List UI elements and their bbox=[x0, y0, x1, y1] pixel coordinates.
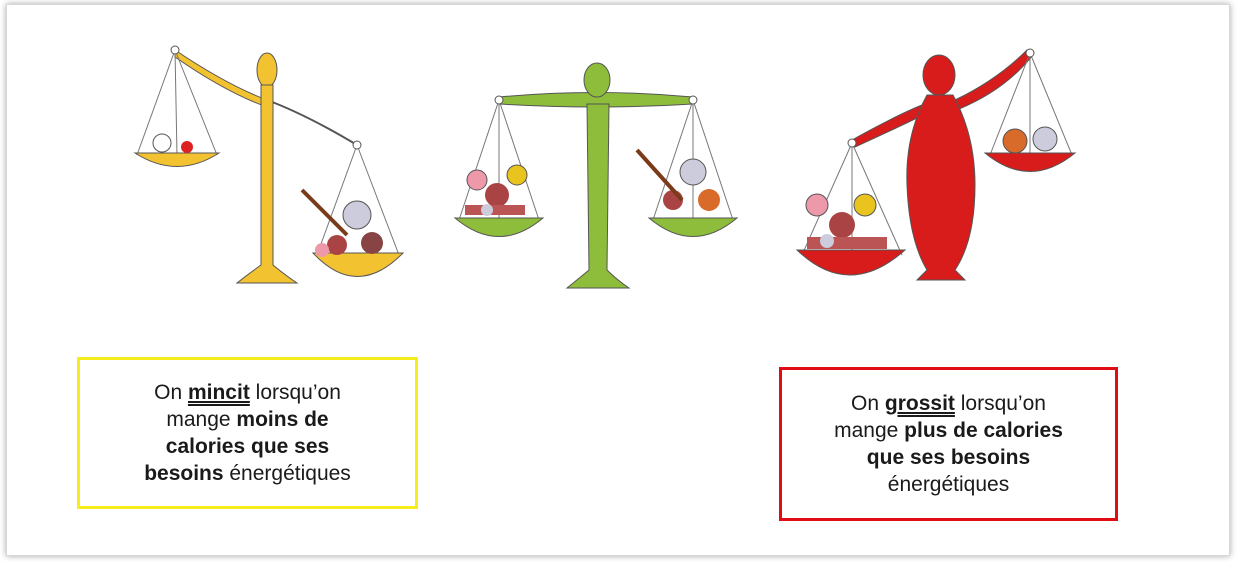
thin-scale-figure bbox=[133, 45, 405, 284]
fat-keyword: grossit bbox=[884, 392, 955, 415]
fat-caption-mange: mange bbox=[834, 419, 905, 442]
fat-caption-line-3: que ses besoins bbox=[782, 444, 1115, 471]
thin-caption-bold-3: besoins bbox=[144, 462, 224, 485]
fat-caption-bold-2: que ses besoins bbox=[866, 446, 1031, 469]
slide-frame: On mincit lorsqu’on mange moins de calor… bbox=[6, 4, 1230, 556]
thin-caption-line-1: On mincit lorsqu’on bbox=[80, 379, 415, 406]
thin-caption-energy: énergétiques bbox=[223, 462, 351, 485]
fat-caption-bold-1: plus de calories bbox=[904, 419, 1063, 442]
thin-caption-line-3: calories que ses bbox=[80, 433, 415, 460]
thin-caption-bold-2: calories que ses bbox=[165, 435, 330, 458]
thin-caption-mange: mange bbox=[166, 408, 237, 431]
fat-caption-line-1: On grossit lorsqu’on bbox=[782, 390, 1115, 417]
thin-keyword: mincit bbox=[187, 381, 250, 404]
thin-caption-bold-1: moins de bbox=[236, 408, 329, 431]
thin-caption-box: On mincit lorsqu’on mange moins de calor… bbox=[77, 357, 418, 509]
thin-caption-prefix: On bbox=[154, 381, 188, 404]
thin-caption-suffix: lorsqu’on bbox=[249, 381, 341, 404]
fat-caption-energy: énergétiques bbox=[887, 473, 1010, 496]
balanced-scale-figure bbox=[453, 62, 739, 289]
fat-caption-box: On grossit lorsqu’on mange plus de calor… bbox=[779, 367, 1118, 521]
fat-caption-suffix: lorsqu’on bbox=[954, 392, 1046, 415]
fat-caption-prefix: On bbox=[851, 392, 885, 415]
fat-caption-line-4: énergétiques bbox=[782, 471, 1115, 498]
fat-scale-figure bbox=[795, 48, 1077, 281]
thin-caption-line-2: mange moins de bbox=[80, 406, 415, 433]
fat-caption-line-2: mange plus de calories bbox=[782, 417, 1115, 444]
thin-caption-line-4: besoins énergétiques bbox=[80, 460, 415, 487]
